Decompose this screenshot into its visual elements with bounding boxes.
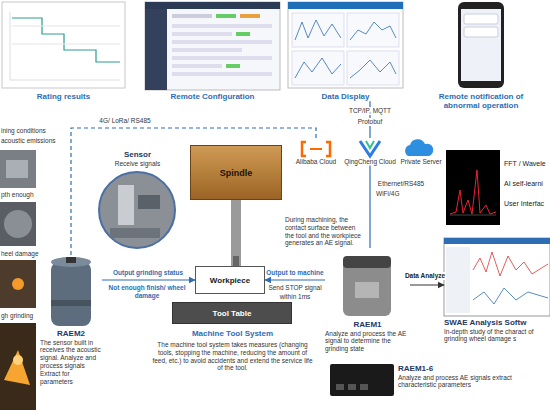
software-panel: SWAE Analysis SoftwIn-depth study of the…: [444, 238, 550, 343]
phone-panel: Remote notification of abnormal operatio…: [438, 0, 524, 110]
screenshot-panel: Data Display: [288, 0, 403, 101]
note-label: within 1ms: [266, 293, 324, 301]
connector: [410, 284, 444, 285]
note-label: AI self-learni: [504, 180, 550, 188]
grinding-photos: [0, 150, 36, 410]
config-screenshot: [145, 2, 280, 90]
cloud-service: Alibaba Cloud: [290, 138, 342, 165]
note-label: Not enough finish/ wheel damage: [106, 284, 188, 300]
cloud-icons: [302, 139, 433, 156]
note-label: During machining, the contact surface be…: [285, 216, 363, 247]
node-title: Rating results: [2, 90, 125, 101]
connector: [369, 165, 370, 248]
note-label: FFT / Wavele: [504, 160, 550, 168]
spindle-box: Spindle: [190, 145, 282, 200]
node-title: SWAE Analysis Softw: [444, 318, 550, 328]
note-label: pth enough: [1, 191, 46, 199]
node-title: QingCheng Cloud: [343, 158, 397, 165]
cloud-service: Private Server: [398, 138, 444, 165]
raem1-device: [343, 256, 391, 316]
connector: [102, 279, 195, 280]
node-text: Analyze and process the AE signal to det…: [325, 330, 410, 353]
fft-panel: [446, 150, 500, 225]
node-title: Workpiece: [210, 276, 250, 285]
node-text: The sensor built in receives the acousti…: [40, 339, 102, 386]
node-title: Private Server: [398, 158, 444, 165]
sensor-photo: [99, 172, 175, 248]
note-label: ining conditions: [1, 127, 71, 135]
edge-label: Data Analyze: [404, 272, 446, 280]
device-box: RAEM1-6Analyze and process AE signals ex…: [398, 364, 546, 389]
node-text: In-depth study of the charact of grindin…: [444, 328, 550, 344]
node-title: Data Display: [288, 90, 403, 101]
note-label: gh grinding: [1, 312, 46, 320]
node-title: Spindle: [220, 168, 253, 178]
workpiece-box: Workpiece: [195, 266, 265, 294]
note-label: Machine Tool System: [150, 329, 315, 339]
node-title: RAEM1-6: [398, 364, 546, 374]
node-title: Sensor: [95, 150, 180, 160]
sensor-circle: SensorReceive signals: [95, 150, 180, 247]
node-title: RAEM1: [325, 320, 410, 330]
node-title: Alibaba Cloud: [290, 158, 342, 165]
swae-screenshot: [444, 238, 550, 316]
spindle-tool: [231, 200, 241, 266]
note-label: WiFi/4G: [376, 190, 416, 198]
raem1-6-device: [330, 364, 394, 396]
device-box: RAEM2The sensor built in receives the ac…: [40, 255, 102, 385]
connector: [71, 128, 316, 255]
node-title: Remote notification of abnormal operatio…: [438, 90, 524, 110]
node-title: Remote Configuration: [145, 90, 280, 101]
note-label: User Interfac: [504, 200, 550, 208]
phone: [458, 2, 504, 88]
edge-label: Ethernet/RS485: [377, 180, 425, 188]
rating-screenshot: [2, 2, 125, 88]
edge-label: Output to machine: [265, 269, 324, 277]
tool-table-box: Tool Table: [172, 302, 292, 324]
note-label: Send STOP signal: [266, 284, 324, 292]
connector: [265, 279, 325, 280]
note-label: acoustic emissions: [1, 137, 71, 145]
edge-label: 4G/ LoRa/ RS485: [98, 117, 151, 125]
node-title: Tool Table: [213, 309, 252, 318]
display-screenshot: [288, 2, 403, 88]
edge-label: TCP/IP, MQTT: [348, 107, 392, 115]
note-label: heel damage: [1, 250, 46, 258]
screenshot-panel: Remote Configuration: [145, 0, 280, 101]
device-box: RAEM1Analyze and process the AE signal t…: [325, 248, 410, 353]
note-label: The machine tool system takes measures (…: [150, 341, 315, 372]
note-label: Protobuf: [352, 118, 388, 126]
node-text: Analyze and process AE signals extract c…: [398, 374, 546, 390]
screenshot-panel: Rating results: [2, 0, 125, 101]
raem2-device: [51, 257, 91, 326]
cloud-service: QingCheng Cloud: [343, 138, 397, 165]
node-title: RAEM2: [40, 329, 102, 339]
edge-label: Output grinding status: [112, 269, 184, 277]
node-text: Receive signals: [95, 160, 180, 168]
